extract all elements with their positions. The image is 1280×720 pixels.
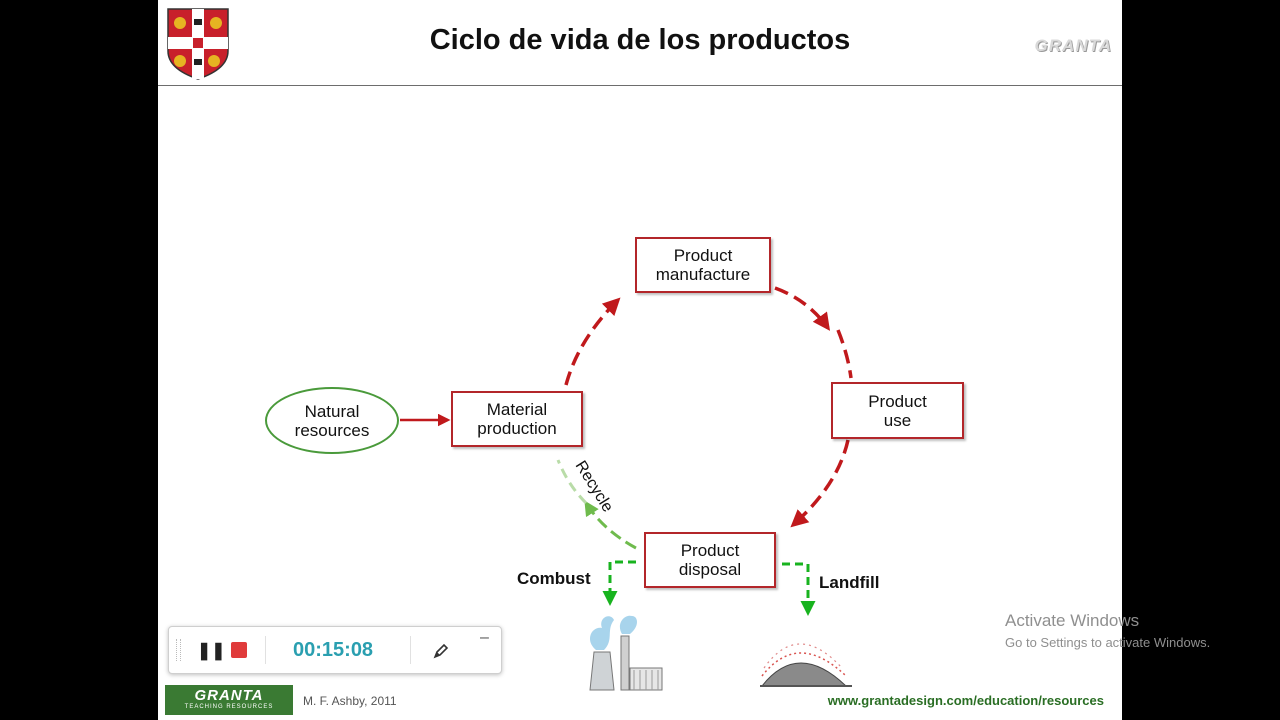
arrow-manufacture-to-use-tail xyxy=(836,329,853,379)
combust-arrow xyxy=(602,560,636,606)
node-material-production: Material production xyxy=(451,391,583,447)
pen-icon xyxy=(433,643,449,659)
footer-logo-subtitle: TEACHING RESOURCES xyxy=(184,704,274,710)
granta-logo-top: GRANTA xyxy=(1034,36,1112,55)
screen-recorder-toolbar: ❚❚ 00:15:08 – xyxy=(168,626,502,674)
recycle-arrow-tail xyxy=(556,459,588,505)
landfill-arrow xyxy=(782,562,816,616)
slide-title: Ciclo de vida de los productos xyxy=(429,24,851,56)
node-product-disposal: Product disposal xyxy=(644,532,776,588)
activation-watermark-subtitle: Go to Settings to activate Windows. xyxy=(1005,635,1211,650)
combust-label: Combust xyxy=(517,569,591,588)
arrow-material-to-manufacture xyxy=(564,297,621,386)
toolbar-separator xyxy=(410,636,411,664)
stop-button[interactable] xyxy=(231,642,247,658)
minimize-button[interactable]: – xyxy=(480,629,489,646)
footer-logo-text: GRANTA xyxy=(194,687,264,704)
elapsed-time: 00:15:08 xyxy=(293,639,374,661)
activation-watermark-title: Activate Windows xyxy=(1005,611,1140,630)
header-divider xyxy=(158,85,1122,86)
toolbar-separator xyxy=(265,636,266,664)
combustion-plant-icon xyxy=(589,615,663,691)
granta-teaching-logo: GRANTA TEACHING RESOURCES xyxy=(165,685,293,715)
drag-handle[interactable] xyxy=(176,639,181,661)
university-crest-icon xyxy=(167,8,229,80)
resources-url[interactable]: www.grantadesign.com/education/resources xyxy=(827,693,1104,708)
node-natural-resources: Natural resources xyxy=(265,387,399,454)
life-cycle-diagram xyxy=(400,286,853,691)
node-product-manufacture: Product manufacture xyxy=(635,237,771,293)
arrow-manufacture-to-use xyxy=(774,286,831,331)
landfill-mound-icon xyxy=(760,643,852,687)
landfill-label: Landfill xyxy=(819,573,880,592)
pause-icon: ❚❚ xyxy=(197,641,226,660)
node-product-use: Product use xyxy=(831,382,964,439)
presentation-slide: Ciclo de vida de los productos GRANTA xyxy=(158,0,1122,720)
arrow-use-to-disposal xyxy=(790,439,850,528)
recycle-arrow xyxy=(584,500,637,550)
pause-button[interactable]: ❚❚ xyxy=(197,641,226,661)
author-credit: M. F. Ashby, 2011 xyxy=(303,694,397,708)
pen-tool-button[interactable] xyxy=(431,641,451,661)
